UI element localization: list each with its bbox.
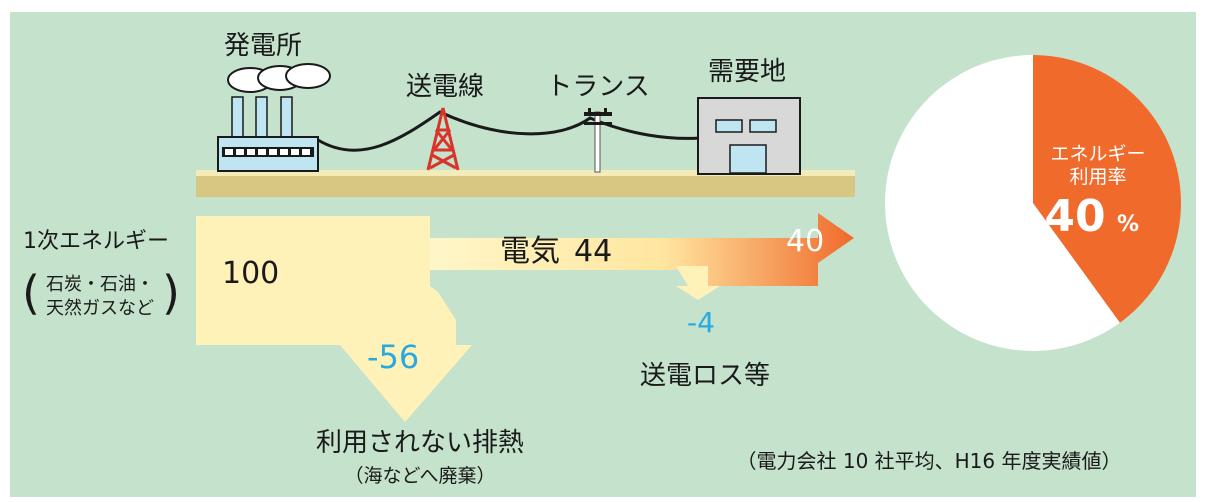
value-transmission-loss: -4 [687,306,715,339]
waste-heat-arrow [196,216,472,422]
paren-right: ) [162,266,180,320]
label-primary-energy: 1次エネルギー [23,229,169,254]
transmission-tower-icon [426,107,460,171]
label-demand-area: 需要地 [708,57,786,87]
smoke-icon [227,63,331,93]
utility-pole-icon [584,108,612,173]
label-transmission-loss: 送電ロス等 [640,361,770,391]
value-output: 40 [786,224,824,259]
label-transformer: トランス [546,72,649,102]
note-source: （電力会社 10 社平均、H16 年度実績値） [736,449,1121,473]
pie-value: 40 [1044,191,1105,242]
paren-left: ( [22,266,40,320]
building-icon [697,97,801,175]
label-transmission-line: 送電線 [406,72,484,102]
power-line-cable [317,110,701,152]
label-waste-heat: 利用されない排熱 [316,428,524,458]
electricity-arrow [430,213,854,286]
transmission-loss-arrow [676,266,720,300]
label-electricity: 電気 [500,234,560,269]
pie-label-line1: エネルギー [1050,143,1145,165]
pie-unit: % [1117,212,1139,237]
energy-flow-arrow [196,213,854,422]
label-fuel-types-2: 天然ガスなど [46,298,154,319]
utilization-pie [885,55,1181,351]
pie-label-line2: 利用率 [1069,166,1126,188]
power-plant-icon [217,63,331,172]
pie-slice-utilization [1033,55,1181,323]
value-waste-heat: -56 [367,338,419,376]
ground-highlight [196,170,855,176]
value-electricity: 44 [574,234,612,269]
label-power-plant: 発電所 [224,31,302,61]
value-input: 100 [222,256,279,291]
label-fuel-types-1: 石炭・石油・ [46,274,154,295]
note-waste-heat: （海などへ廃棄） [344,465,495,487]
